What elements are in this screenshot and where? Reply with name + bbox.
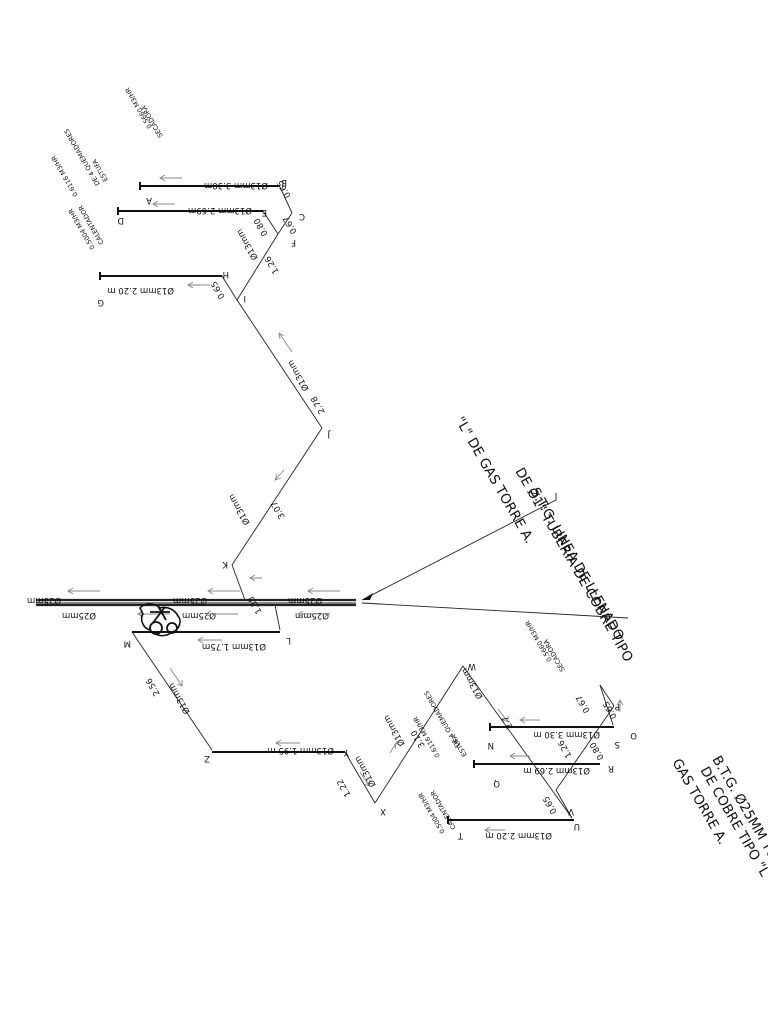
node-g: G — [97, 297, 104, 307]
node-i: I — [243, 293, 246, 303]
dim-ps: 0.67 — [574, 693, 592, 714]
appliance-a-rate: 0.5660 M3/HR — [123, 86, 153, 130]
main-diameter-3: Ø25mm — [288, 595, 322, 606]
run-zy-label: Ø13mm 1.95 m — [267, 745, 334, 756]
regulator-symbol — [139, 603, 181, 637]
main-diameter-1: Ø25mm — [27, 595, 61, 606]
node-c: C — [299, 211, 305, 221]
node-n: N — [488, 740, 494, 750]
dim-xw-pipe: Ø13mm — [381, 713, 408, 748]
node-j: J — [327, 429, 331, 439]
dim-jk-pipe: Ø13mm — [226, 492, 253, 527]
node-v: V — [568, 806, 574, 816]
run-no-label: Ø13mm 3.30 m — [533, 729, 600, 740]
center-branch-arrows — [169, 636, 222, 687]
node-a: A — [146, 195, 152, 205]
node-m: M — [124, 638, 131, 648]
run-tu-label: Ø13mm 2.20 m — [485, 830, 552, 841]
main-supply-line — [36, 598, 356, 607]
node-b: B — [281, 177, 287, 187]
dim-hi: 0.65 — [209, 279, 227, 300]
main-diameter-2: Ø25mm — [173, 595, 207, 606]
run-qr-label: Ø13mm 2.69 m — [523, 765, 590, 776]
node-h: H — [223, 269, 229, 279]
dim-jk: 3.07 — [269, 499, 287, 520]
dim-ij-pipe: Ø13mm — [285, 358, 312, 393]
dim-sv: 1.26 — [556, 738, 574, 759]
dim-mz-pipe: Ø13mm — [166, 681, 193, 716]
node-u: U — [574, 821, 580, 831]
run-ab-label: Ø13mm 3.30m — [204, 180, 268, 191]
upper-labels: Ø13mm 3.30m Ø13mm 2.69m Ø13mm 2.20 m A B… — [49, 86, 331, 569]
node-k: K — [222, 559, 228, 569]
node-t: T — [457, 830, 464, 840]
leader-lines — [361, 493, 629, 619]
dim-fi-pipe: Ø13mm — [234, 227, 261, 262]
node-e: E — [262, 207, 267, 217]
run-gh-label: Ø13mm 2.20 m — [107, 285, 174, 296]
main-diameter-4: Ø25mm — [62, 610, 96, 621]
dim-bc: 0.65 — [275, 178, 293, 199]
lower-branch-pipes — [212, 665, 615, 824]
main-diameter-6: Ø25mm — [295, 610, 329, 621]
main-line-labels: Ø25mm Ø25mm Ø25mm Ø25mm Ø25mm Ø25mm — [27, 595, 329, 621]
dim-rs: 0.80 — [588, 740, 606, 761]
node-r: R — [608, 763, 614, 773]
node-x: X — [380, 806, 386, 816]
node-o: O — [630, 730, 637, 740]
lower-branch-arrows — [275, 699, 624, 834]
appliance-d-rate: 0.6116 M3/HR — [49, 154, 79, 198]
dim-yx: 1.22 — [335, 777, 353, 798]
node-l: L — [286, 635, 291, 645]
main-diameter-5: Ø25mm — [182, 610, 216, 621]
center-branch-pipes — [131, 604, 281, 751]
dim-cf: 0.67 — [281, 214, 299, 235]
node-z: Z — [204, 753, 210, 763]
node-f: F — [291, 237, 296, 247]
dim-fi: 1.26 — [263, 254, 281, 275]
node-p: P — [615, 701, 620, 711]
node-q: Q — [493, 778, 500, 788]
dim-ef: 0.80 — [252, 216, 270, 237]
node-s: S — [615, 739, 620, 749]
upper-branch-pipes — [99, 182, 323, 601]
run-de-label: Ø13mm 2.69m — [188, 205, 252, 216]
dim-ij: 2.78 — [309, 394, 327, 415]
dim-mz: 2.56 — [144, 676, 162, 697]
run-lm-label: Ø13mm 1.75m — [202, 641, 266, 652]
node-w: W — [467, 661, 476, 671]
node-y: Y — [343, 747, 350, 757]
upper-branch-arrows — [152, 174, 293, 582]
node-d: D — [117, 215, 124, 225]
